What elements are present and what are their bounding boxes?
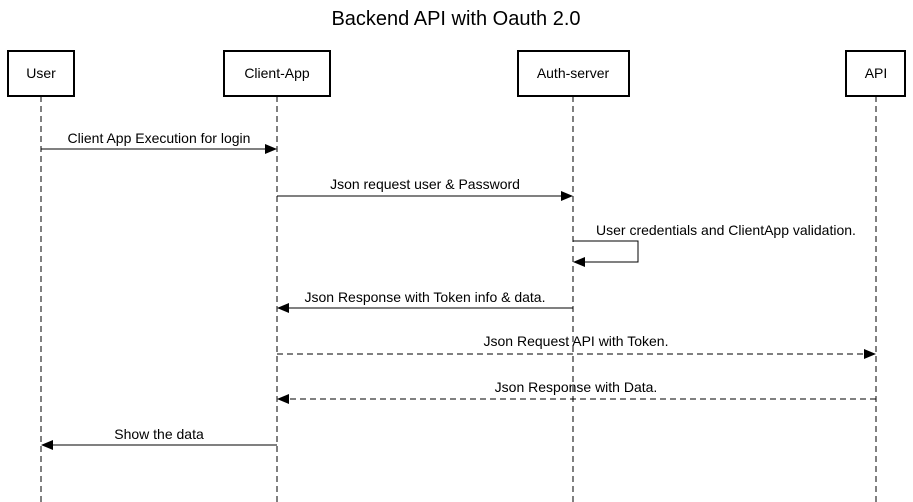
message-show-data: Show the data: [41, 426, 277, 450]
message-label: Client App Execution for login: [68, 130, 251, 146]
participant-user-label: User: [26, 65, 56, 81]
message-arrow: [573, 240, 639, 267]
message-label: Show the data: [114, 426, 204, 442]
participant-api-label: API: [865, 65, 888, 81]
message-json-request-credentials: Json request user & Password: [277, 176, 573, 201]
message-client-app-execution: Client App Execution for login: [41, 130, 277, 154]
message-label: Json request user & Password: [330, 176, 520, 192]
participant-user: User: [7, 50, 75, 97]
message-label: Json Response with Token info & data.: [304, 289, 545, 305]
participant-client-app: Client-App: [223, 50, 331, 97]
message-label: Json Response with Data.: [495, 379, 658, 395]
message-label: Json Request API with Token.: [484, 333, 669, 349]
participant-auth-server: Auth-server: [517, 50, 630, 97]
message-label: User credentials and ClientApp validatio…: [596, 222, 856, 238]
message-json-response-data: Json Response with Data.: [277, 379, 876, 404]
participant-auth-server-label: Auth-server: [537, 65, 610, 81]
participant-api: API: [845, 50, 906, 97]
message-json-response-token: Json Response with Token info & data.: [277, 289, 573, 313]
participant-client-app-label: Client-App: [244, 65, 310, 81]
message-json-request-api: Json Request API with Token.: [277, 333, 876, 359]
diagram-title: Backend API with Oauth 2.0: [331, 8, 580, 30]
message-self-validation: User credentials and ClientApp validatio…: [573, 222, 856, 267]
